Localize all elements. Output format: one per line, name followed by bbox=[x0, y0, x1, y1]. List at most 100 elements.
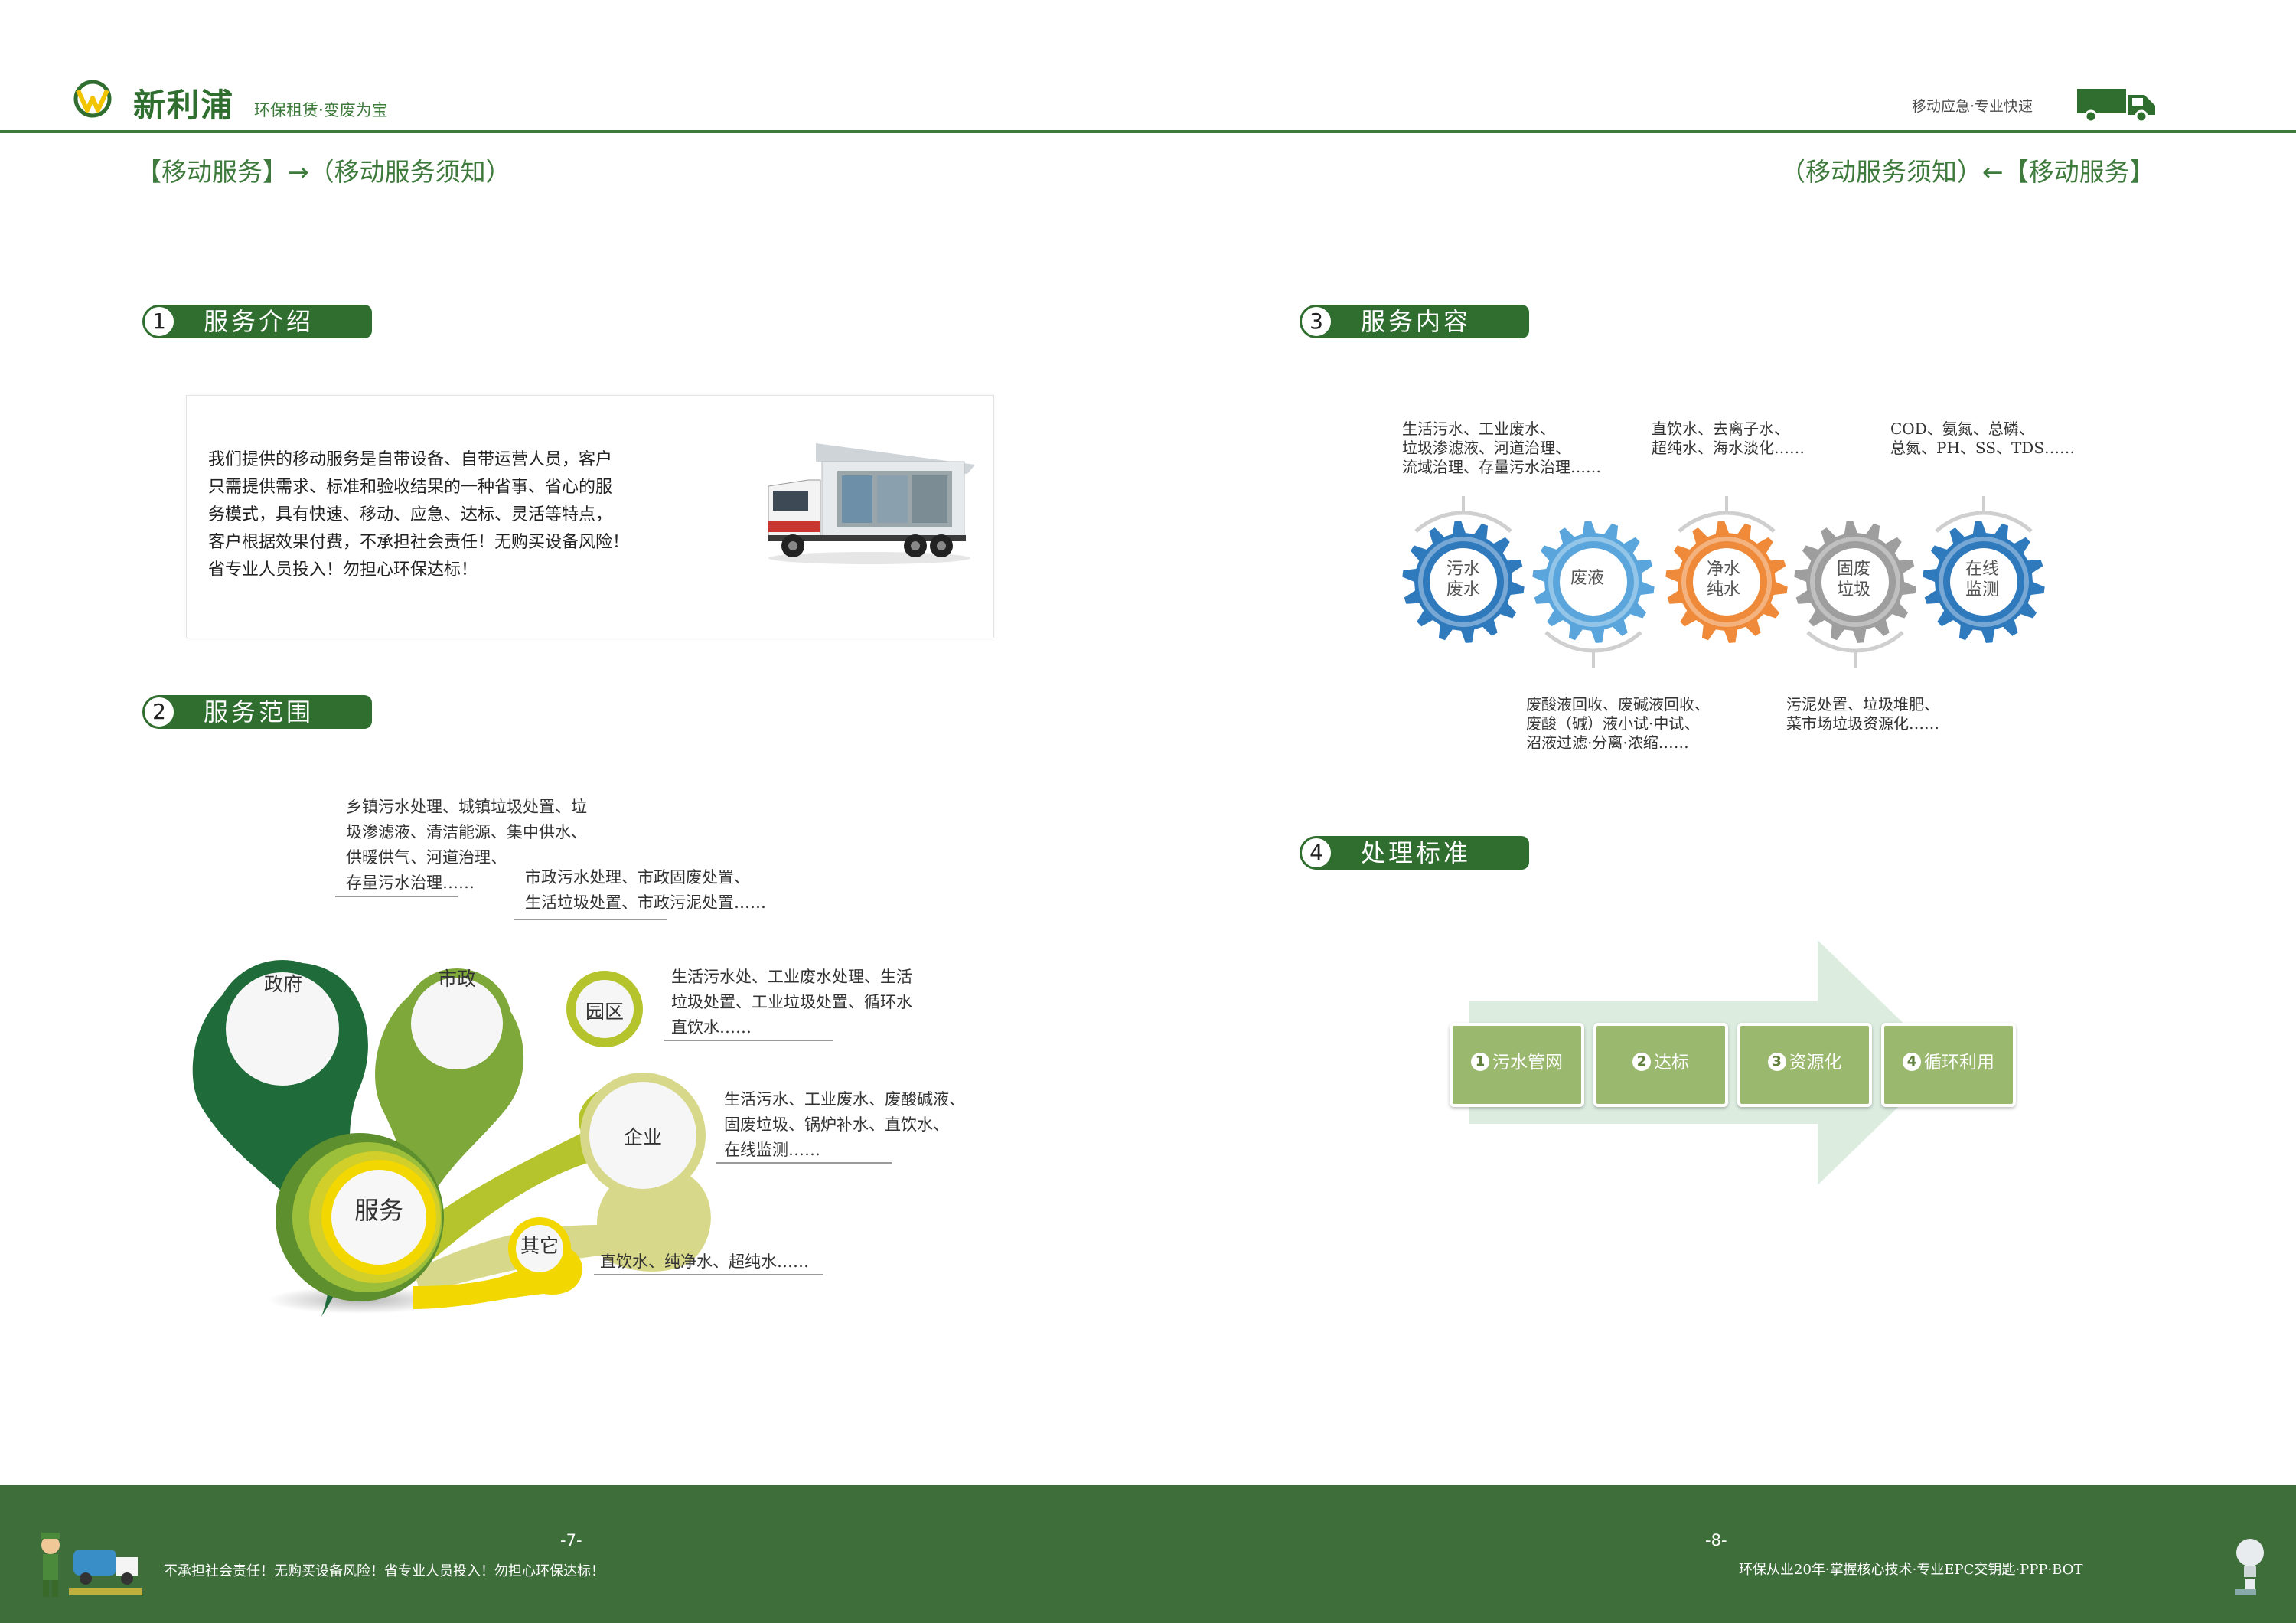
gear-label-sewage: 污水 废水 bbox=[1425, 559, 1502, 600]
gear-arc-accent bbox=[1544, 631, 1642, 653]
page-number-left: -7- bbox=[560, 1531, 582, 1550]
gear-4 bbox=[1794, 521, 1916, 668]
lightbulb-icon bbox=[2235, 1539, 2264, 1595]
scope-center-service: 服务 bbox=[354, 1196, 403, 1225]
scope-node-industrial-park: 园区 bbox=[585, 1001, 624, 1023]
caption-line: 垃圾渗滤液、河道治理、 bbox=[1402, 439, 1570, 457]
intro-line: 客户根据效果付费，不承担社会责任！无购买设备风险！ bbox=[208, 533, 630, 552]
gear-label-pure-water: 净水 纯水 bbox=[1685, 559, 1762, 600]
gear-center bbox=[1950, 548, 2017, 616]
caption-line: 流域治理、存量污水治理…… bbox=[1402, 458, 1601, 476]
scope-node-municipal: 市政 bbox=[437, 968, 476, 990]
service-content-gears bbox=[1402, 496, 2045, 668]
section-title: 处理标准 bbox=[1361, 838, 1472, 867]
gear-label-line: 垃圾 bbox=[1836, 580, 1870, 599]
caption-line: 在线监测…… bbox=[724, 1141, 820, 1159]
gear-2 bbox=[1532, 521, 1655, 668]
gear-caption-top-3: COD、氨氮、总磷、 总氮、PH、SS、TDS…… bbox=[1890, 420, 2120, 458]
caption-leader-line bbox=[716, 1162, 892, 1164]
intro-line: 省专业人员投入！勿担心环保达标！ bbox=[208, 560, 478, 580]
gear-ring bbox=[1681, 537, 1772, 627]
mascot-truck-icon bbox=[41, 1533, 142, 1597]
caption-line: 生活垃圾处置、市政污泥处置…… bbox=[525, 893, 766, 912]
gear-5 bbox=[1923, 496, 2045, 643]
caption-leader-line bbox=[335, 896, 458, 897]
footer-left-text: 不承担社会责任！无购买设备风险！省专业人员投入！勿担心环保达标！ bbox=[164, 1563, 605, 1579]
breadcrumb-left: 【移动服务】→（移动服务须知） bbox=[136, 157, 511, 187]
section-title: 服务内容 bbox=[1361, 307, 1472, 336]
brand-slogan: 环保租赁·变废为宝 bbox=[254, 101, 388, 119]
caption-line: 总氮、PH、SS、TDS…… bbox=[1890, 439, 2076, 457]
header-tagline: 移动应急·专业快速 bbox=[1912, 98, 2033, 115]
gear-1 bbox=[1402, 496, 1525, 643]
gear-arc-accent bbox=[1806, 631, 1904, 653]
section-number: 3 bbox=[1300, 305, 1333, 338]
caption-line: 市政污水处理、市政固废处置、 bbox=[525, 868, 750, 887]
caption-line: 生活污水、工业废水、废酸碱液、 bbox=[724, 1090, 965, 1109]
caption-line: 超纯水、海水淡化…… bbox=[1652, 439, 1805, 457]
section-header-service-scope: 2 服务范围 bbox=[142, 695, 372, 729]
gear-3 bbox=[1665, 496, 1788, 643]
gear-label-line: 在线 bbox=[1965, 560, 1999, 579]
step-number: 4 bbox=[1903, 1053, 1921, 1071]
section-number: 2 bbox=[142, 695, 176, 729]
gear-center bbox=[1560, 548, 1627, 616]
gear-label-online-monitoring: 在线 监测 bbox=[1944, 559, 2020, 600]
caption-line: 圾渗滤液、清洁能源、集中供水、 bbox=[346, 823, 587, 841]
intro-line: 务模式，具有快速、移动、应急、达标、灵活等特点， bbox=[208, 505, 613, 524]
caption-municipal: 市政污水处理、市政固废处置、 生活垃圾处置、市政污泥处置…… bbox=[525, 865, 816, 916]
gear-center bbox=[1693, 548, 1760, 616]
caption-line: 直饮水、纯净水、超纯水…… bbox=[600, 1252, 809, 1271]
section-title: 服务范围 bbox=[204, 697, 315, 727]
section-header-service-intro: 1 服务介绍 bbox=[142, 305, 372, 338]
caption-line: 供暖供气、河道治理、 bbox=[346, 848, 507, 867]
caption-line: 乡镇污水处理、城镇垃圾处置、垃 bbox=[346, 798, 587, 816]
section-number: 1 bbox=[142, 305, 176, 338]
gear-caption-top-2: 直饮水、去离子水、 超纯水、海水淡化…… bbox=[1652, 420, 1881, 458]
caption-line: 废酸（碱）液小试·中试、 bbox=[1526, 714, 1700, 733]
section-number: 4 bbox=[1300, 836, 1333, 870]
section-bar bbox=[1315, 836, 1529, 870]
gear-ring bbox=[1418, 537, 1508, 627]
caption-other: 直饮水、纯净水、超纯水…… bbox=[600, 1249, 891, 1275]
brand-name: 新利浦 bbox=[133, 87, 235, 124]
gear-ring bbox=[1810, 537, 1900, 627]
caption-line: 直饮水…… bbox=[671, 1018, 752, 1037]
section-title: 服务介绍 bbox=[204, 307, 315, 336]
gear-label-line: 废水 bbox=[1446, 580, 1480, 599]
gear-label-line: 废液 bbox=[1570, 569, 1604, 588]
caption-line: 垃圾处置、工业垃圾处置、循环水 bbox=[671, 993, 912, 1011]
gear-label-line: 净水 bbox=[1706, 560, 1740, 579]
footer-right-text: 环保从业20年·掌握核心技术·专业EPC交钥匙·PPP·BOT bbox=[1739, 1562, 2083, 1578]
intro-line: 我们提供的移动服务是自带设备、自带运营人员，客户 bbox=[208, 450, 613, 469]
step-label: 循环利用 bbox=[1924, 1053, 1994, 1073]
mobile-treatment-truck-image bbox=[768, 443, 975, 564]
section-header-treatment-standard: 4 处理标准 bbox=[1300, 836, 1529, 870]
step-number: 2 bbox=[1632, 1053, 1651, 1071]
caption-line: COD、氨氮、总磷、 bbox=[1890, 420, 2034, 438]
gear-caption-bottom-1: 废酸液回收、废碱液回收、 废酸（碱）液小试·中试、 沼液过滤·分离·浓缩…… bbox=[1526, 695, 1817, 753]
gear-center bbox=[1430, 548, 1497, 616]
gear-caption-top-1: 生活污水、工业废水、 垃圾渗滤液、河道治理、 流域治理、存量污水治理…… bbox=[1402, 420, 1678, 477]
gear-arc-accent bbox=[1414, 511, 1512, 533]
gear-arc-accent bbox=[1935, 511, 2033, 533]
step-label: 达标 bbox=[1654, 1053, 1689, 1073]
gear-label-waste-liquid: 废液 bbox=[1549, 568, 1626, 589]
header-divider bbox=[0, 130, 2296, 133]
gear-label-line: 监测 bbox=[1965, 580, 1999, 599]
caption-line: 污泥处置、垃圾堆肥、 bbox=[1786, 695, 1939, 714]
gear-label-solid-waste: 固废 垃圾 bbox=[1815, 559, 1892, 600]
scope-node-government: 政府 bbox=[263, 973, 302, 995]
service-intro-card: 我们提供的移动服务是自带设备、自带运营人员，客户 只需提供需求、标准和验收结果的… bbox=[186, 395, 994, 638]
gear-caption-bottom-2: 污泥处置、垃圾堆肥、 菜市场垃圾资源化…… bbox=[1786, 695, 2031, 733]
scope-node-enterprise: 企业 bbox=[623, 1126, 662, 1148]
gear-label-line: 纯水 bbox=[1706, 580, 1740, 599]
footer-band bbox=[0, 1485, 2296, 1623]
caption-line: 沼液过滤·分离·浓缩…… bbox=[1526, 733, 1689, 752]
caption-leader-line bbox=[664, 1040, 833, 1041]
caption-enterprise: 生活污水、工业废水、废酸碱液、 固废垃圾、锅炉补水、直饮水、 在线监测…… bbox=[724, 1087, 1030, 1163]
